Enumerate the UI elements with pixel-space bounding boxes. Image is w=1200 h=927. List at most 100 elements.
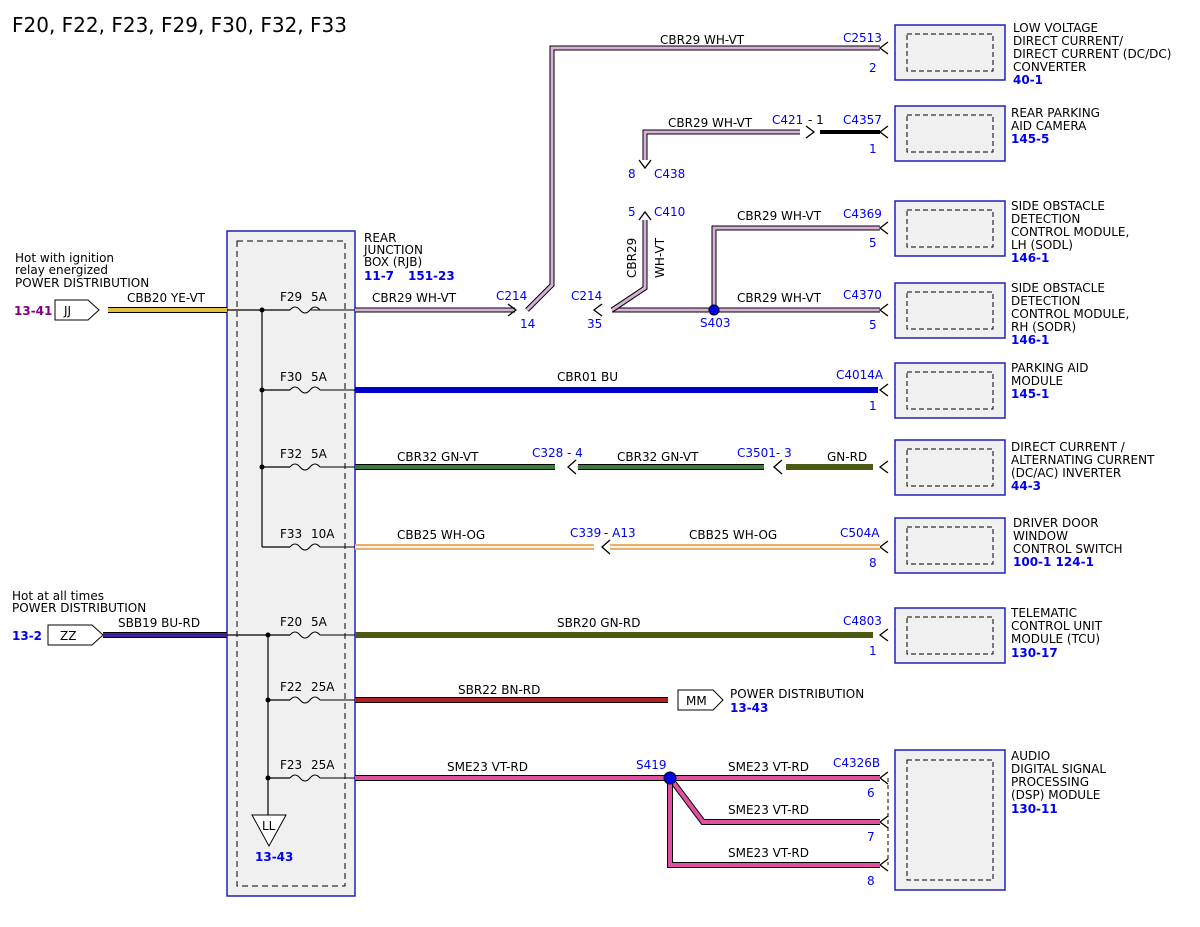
module-ref-link[interactable]: 40-1 <box>1013 73 1043 87</box>
source-label: relay energized <box>15 263 108 277</box>
module-connector: C2513 <box>843 31 882 45</box>
wire-label: CBR01 BU <box>557 370 618 384</box>
fuse-id: F30 <box>280 370 302 384</box>
connector-pin: 35 <box>587 317 602 331</box>
module-ref-link[interactable]: 145-5 <box>1011 132 1049 146</box>
module-connector: C4369 <box>843 207 882 221</box>
module-connector: C4803 <box>843 614 882 628</box>
module-label: ALTERNATING CURRENT <box>1011 453 1155 467</box>
module-connector: C4326B <box>833 756 880 770</box>
module-label: (DC/AC) INVERTER <box>1011 466 1121 480</box>
ground-label: LL <box>262 819 276 833</box>
connector-pin: 5 <box>628 205 636 219</box>
inline-connectors: C214 14 C214 35 S403 C438 8 C410 5 C421 … <box>496 113 824 540</box>
wire-label: SME23 VT-RD <box>728 846 809 860</box>
module-ref-link[interactable]: 130-17 <box>1011 646 1058 660</box>
module-sodr: C4370 5 SIDE OBSTACLE DETECTION CONTROL … <box>843 281 1129 347</box>
rjb-ref-link[interactable]: 11-7 <box>364 269 394 283</box>
module-pin: 1 <box>869 399 877 413</box>
wire-cbr32: CBR32 GN-VT CBR32 GN-VT GN-RD <box>355 450 873 470</box>
module-rear-parking-camera: C4357 1 REAR PARKING AID CAMERA 145-5 <box>843 105 1100 162</box>
module-label: DIRECT CURRENT/ <box>1013 34 1124 48</box>
connector-label: JJ <box>63 304 71 318</box>
module-connector: C4357 <box>843 113 882 127</box>
wire-label: SME23 VT-RD <box>447 760 528 774</box>
module-label: LH (SODL) <box>1011 238 1073 252</box>
rjb-label-line: REAR <box>364 231 396 245</box>
module-label: RH (SODR) <box>1011 320 1076 334</box>
module-ref-link[interactable]: 44-3 <box>1011 479 1041 493</box>
wire-label: GN-RD <box>827 450 867 464</box>
connector-pin: - 1 <box>808 113 824 127</box>
module-pin: 8 <box>867 874 875 888</box>
module-label: CONTROL MODULE, <box>1011 225 1129 239</box>
module-label: DRIVER DOOR <box>1013 516 1099 530</box>
fuse-rating: 25A <box>311 680 335 694</box>
module-ref-link[interactable]: 146-1 <box>1011 333 1049 347</box>
page-title: F20, F22, F23, F29, F30, F32, F33 <box>12 13 347 37</box>
rjb-ref-link[interactable]: 151-23 <box>408 269 455 283</box>
source-ignition: Hot with ignition relay energized POWER … <box>14 251 227 321</box>
fuse-id: F29 <box>280 290 302 304</box>
module-connector: C4014A <box>836 368 884 382</box>
fuse-f33: F33 10A <box>280 527 335 551</box>
connector-id: C421 <box>772 113 803 127</box>
splice-s419 <box>663 771 677 785</box>
fuse-id: F33 <box>280 527 302 541</box>
source-label: Hot at all times <box>12 589 104 603</box>
wire-label: SME23 VT-RD <box>728 760 809 774</box>
connector-label: ZZ <box>60 629 76 643</box>
connector-pin: 14 <box>520 317 535 331</box>
module-label: DETECTION <box>1011 294 1080 308</box>
connector-label: MM <box>686 694 707 708</box>
module-label: MODULE <box>1011 374 1063 388</box>
fuse-id: F20 <box>280 615 302 629</box>
source-ref-link[interactable]: 13-2 <box>12 629 42 643</box>
module-label: PARKING AID <box>1011 361 1089 375</box>
module-connector: C504A <box>840 526 880 540</box>
wire-label: SBR22 BN-RD <box>458 683 540 697</box>
fuse-f30: F30 5A <box>280 370 328 394</box>
connector-id: C214 <box>496 289 527 303</box>
module-label: CONTROL SWITCH <box>1013 542 1122 556</box>
connector-id: C438 <box>654 167 685 181</box>
wire-label: CBR29 WH-VT <box>372 291 457 305</box>
module-ref-link[interactable]: 145-1 <box>1011 387 1049 401</box>
source-label: POWER DISTRIBUTION <box>15 276 149 290</box>
connector-id: C214 <box>571 289 602 303</box>
splice-id: S419 <box>636 758 667 772</box>
module-label: DIGITAL SIGNAL <box>1011 762 1106 776</box>
module-label: CONTROL MODULE, <box>1011 307 1129 321</box>
module-pin: 6 <box>867 786 875 800</box>
module-label: MODULE (TCU) <box>1011 632 1100 646</box>
fuse-rating: 5A <box>311 615 328 629</box>
module-pin: 1 <box>869 644 877 658</box>
wire-cbr29 <box>355 45 880 313</box>
module-label: PROCESSING <box>1011 775 1089 789</box>
module-label: DIRECT CURRENT (DC/DC) <box>1013 47 1171 61</box>
connector-pin: 8 <box>628 167 636 181</box>
module-pin: 8 <box>869 556 877 570</box>
module-ref-link[interactable]: 146-1 <box>1011 251 1049 265</box>
connector-flag-jj <box>54 299 100 321</box>
module-label: AID CAMERA <box>1011 119 1087 133</box>
module-ref-link[interactable]: 100-1 124-1 <box>1013 555 1094 569</box>
wire-label: CBB20 YE-VT <box>127 291 206 305</box>
module-ref-link[interactable]: 130-11 <box>1011 802 1058 816</box>
destination-ref-link[interactable]: 13-43 <box>730 701 768 715</box>
wire-label: CBR29 <box>625 238 639 278</box>
connector-flag-mm <box>677 689 724 711</box>
ground-ref-link[interactable]: 13-43 <box>255 850 293 864</box>
module-label: REAR PARKING <box>1011 106 1100 120</box>
fuse-rating: 5A <box>311 447 328 461</box>
wire-label: SBR20 GN-RD <box>557 616 640 630</box>
source-ref-link[interactable]: 13-41 <box>14 304 52 318</box>
fuse-rating: 25A <box>311 758 335 772</box>
wire-sme23: S419 SME23 VT-RD SME23 VT-RD SME23 VT-RD… <box>355 758 880 868</box>
module-pin: 5 <box>869 236 877 250</box>
fuse-rating: 10A <box>311 527 335 541</box>
module-label: AUDIO <box>1011 749 1050 763</box>
wire-label: CBR29 WH-VT <box>668 116 753 130</box>
splice-id: S403 <box>700 316 731 330</box>
